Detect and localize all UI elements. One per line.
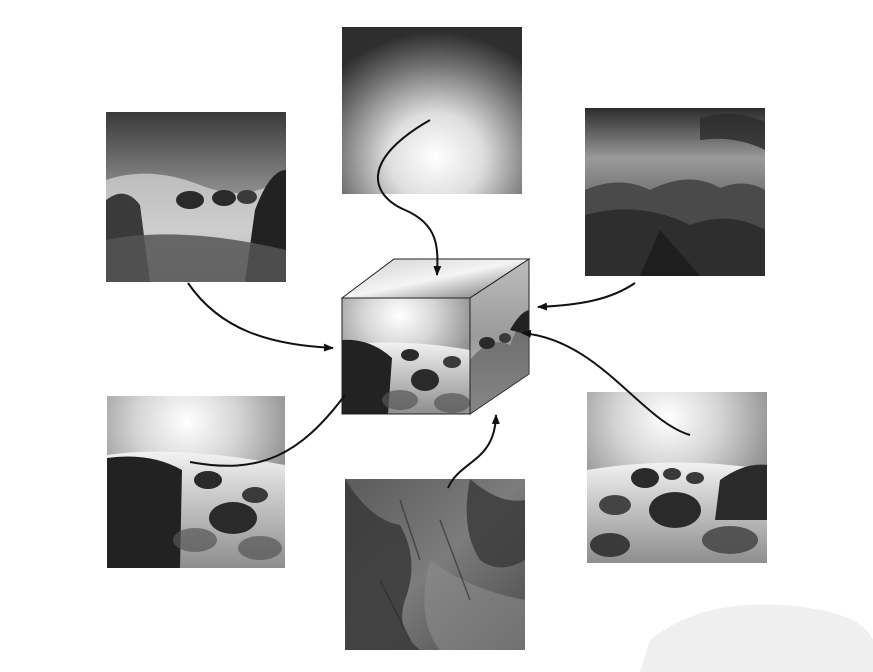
- face-image-left: [106, 112, 286, 282]
- arrow-left-to-cube: [187, 282, 334, 352]
- mapping-arrows: [187, 119, 691, 489]
- face-image-top: [342, 27, 522, 194]
- face-image-right: [587, 392, 767, 563]
- face-image-front: [107, 396, 285, 568]
- arrow-back-to-cube: [537, 282, 636, 311]
- face-image-back: [585, 108, 765, 276]
- environment-cube: [340, 258, 531, 415]
- arrow-bottom-to-cube: [447, 414, 500, 489]
- arrow-right-to-cube: [521, 329, 691, 436]
- cube-front-face: [341, 297, 471, 415]
- face-image-bottom: [345, 479, 525, 650]
- arrow-top-to-cube: [376, 119, 442, 276]
- arrow-front-to-cube: [189, 394, 346, 467]
- corner-smudge: [640, 604, 873, 672]
